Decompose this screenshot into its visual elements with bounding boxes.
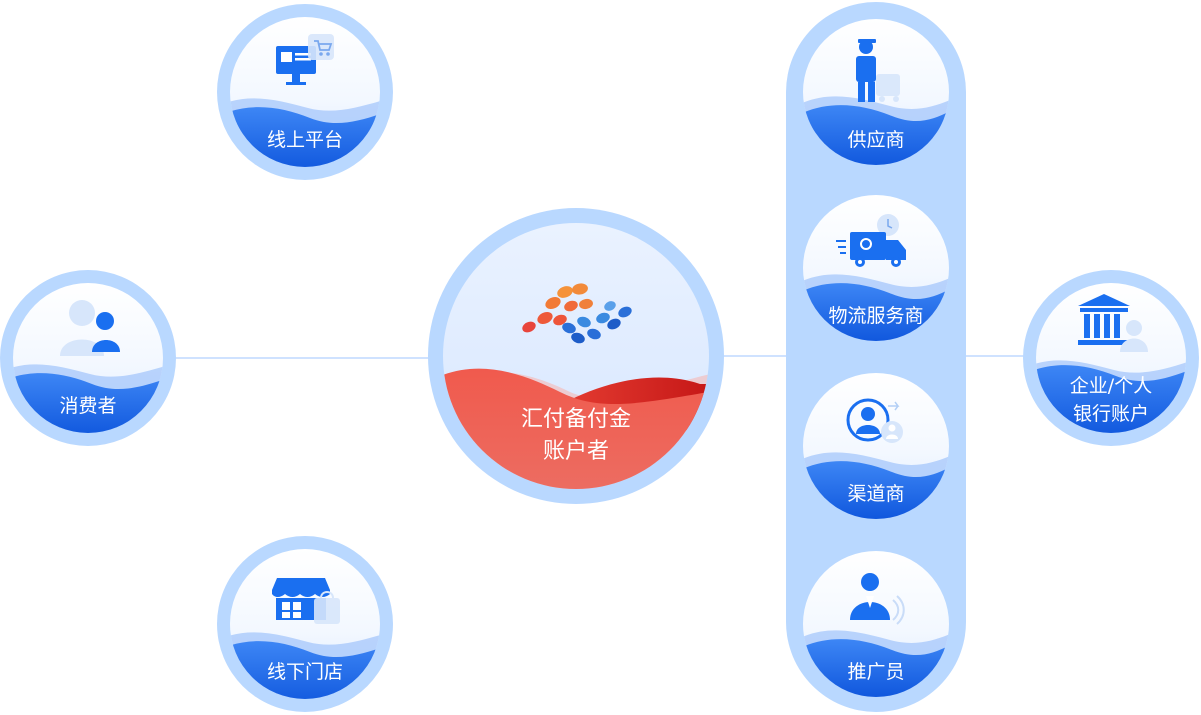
- delivery-worker-icon: [856, 39, 900, 102]
- promoter-label: 推广员: [847, 661, 904, 683]
- computer-cart-icon: [276, 34, 334, 85]
- node-bank[interactable]: 企业/个人 银行账户: [1023, 270, 1200, 446]
- users-icon: [60, 300, 120, 356]
- center-label-line1: 汇付备付金: [521, 407, 631, 432]
- businessman-icon: [850, 573, 905, 625]
- consumer-label: 消费者: [59, 395, 116, 417]
- offline-store-label: 线下门店: [267, 661, 343, 683]
- agent-icon: [846, 398, 903, 443]
- store-icon: [272, 578, 340, 624]
- node-offline-store[interactable]: 线下门店: [217, 536, 398, 712]
- node-center[interactable]: 汇付备付金 账户者: [428, 208, 724, 504]
- center-label-line2: 账户者: [543, 439, 609, 464]
- logistics-label: 物流服务商: [828, 305, 923, 327]
- channel-label: 渠道商: [847, 483, 904, 505]
- node-online-platform[interactable]: 线上平台: [217, 4, 398, 180]
- online-platform-label: 线上平台: [267, 129, 343, 151]
- supplier-label: 供应商: [847, 129, 904, 151]
- partners-capsule: [786, 2, 966, 712]
- bank-label-line1: 企业/个人: [1070, 375, 1152, 397]
- bank-label-line2: 银行账户: [1073, 403, 1149, 425]
- huifu-logo: [522, 283, 632, 344]
- truck-icon: [836, 214, 906, 267]
- bank-icon: [1078, 294, 1148, 352]
- node-consumer[interactable]: 消费者: [0, 270, 180, 446]
